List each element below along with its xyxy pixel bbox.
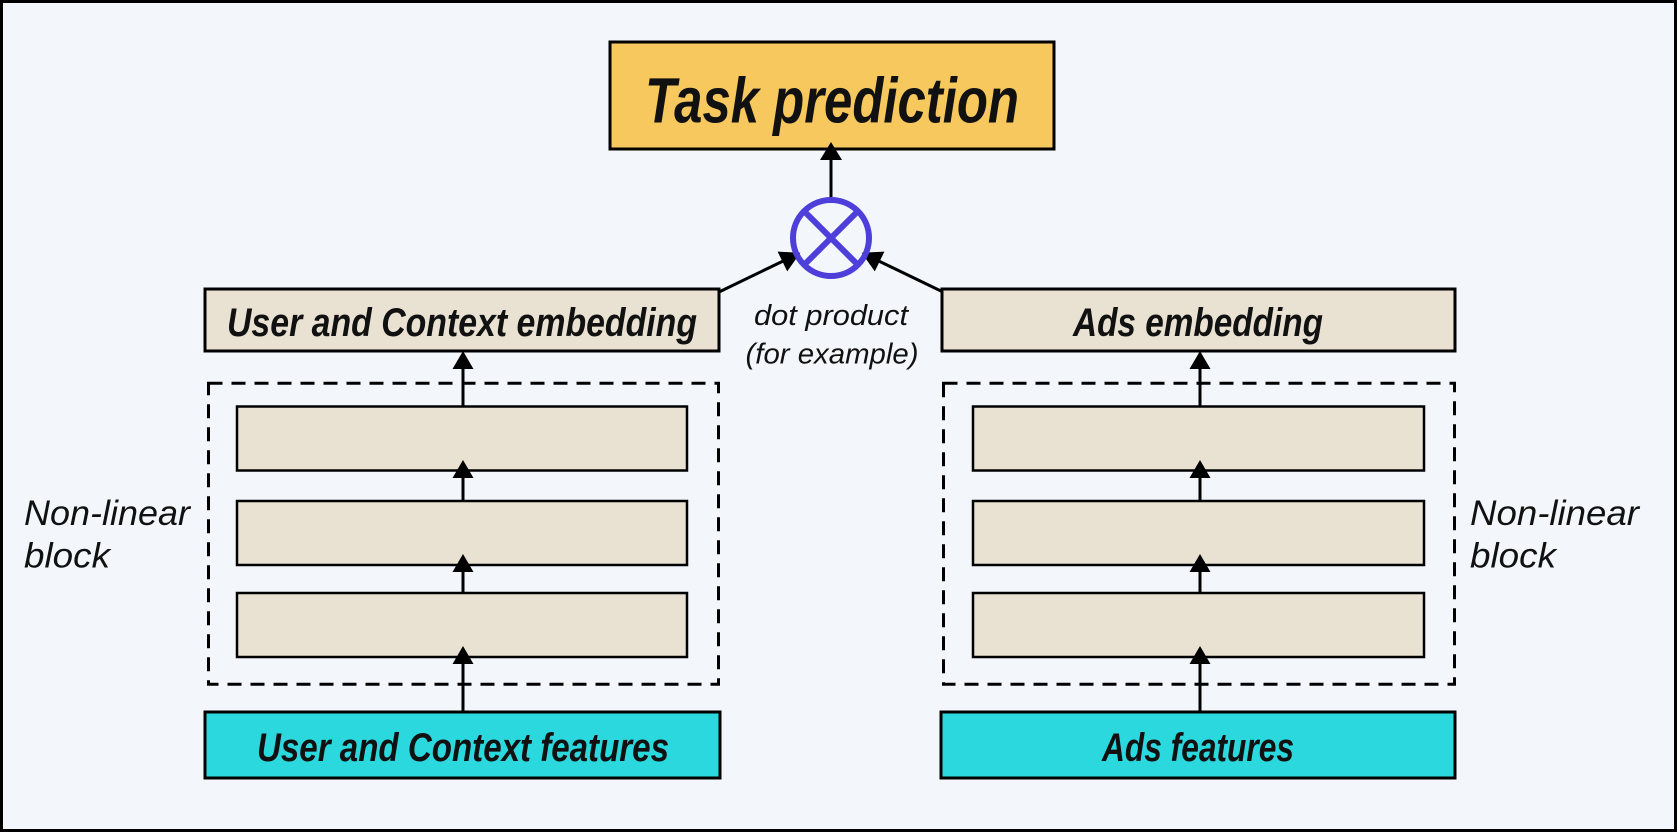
svg-text:(for example): (for example): [746, 339, 919, 371]
svg-text:Non-linear: Non-linear: [1470, 494, 1640, 533]
svg-text:Ads embedding: Ads embedding: [1072, 301, 1323, 345]
svg-text:Ads features: Ads features: [1101, 726, 1294, 770]
svg-text:Task prediction: Task prediction: [645, 65, 1019, 137]
svg-text:User and Context features: User and Context features: [257, 726, 669, 770]
svg-text:block: block: [1470, 537, 1558, 576]
svg-text:dot product: dot product: [754, 300, 910, 332]
svg-text:User and Context embedding: User and Context embedding: [227, 301, 697, 345]
svg-text:Non-linear: Non-linear: [24, 494, 191, 533]
svg-text:block: block: [24, 537, 112, 576]
